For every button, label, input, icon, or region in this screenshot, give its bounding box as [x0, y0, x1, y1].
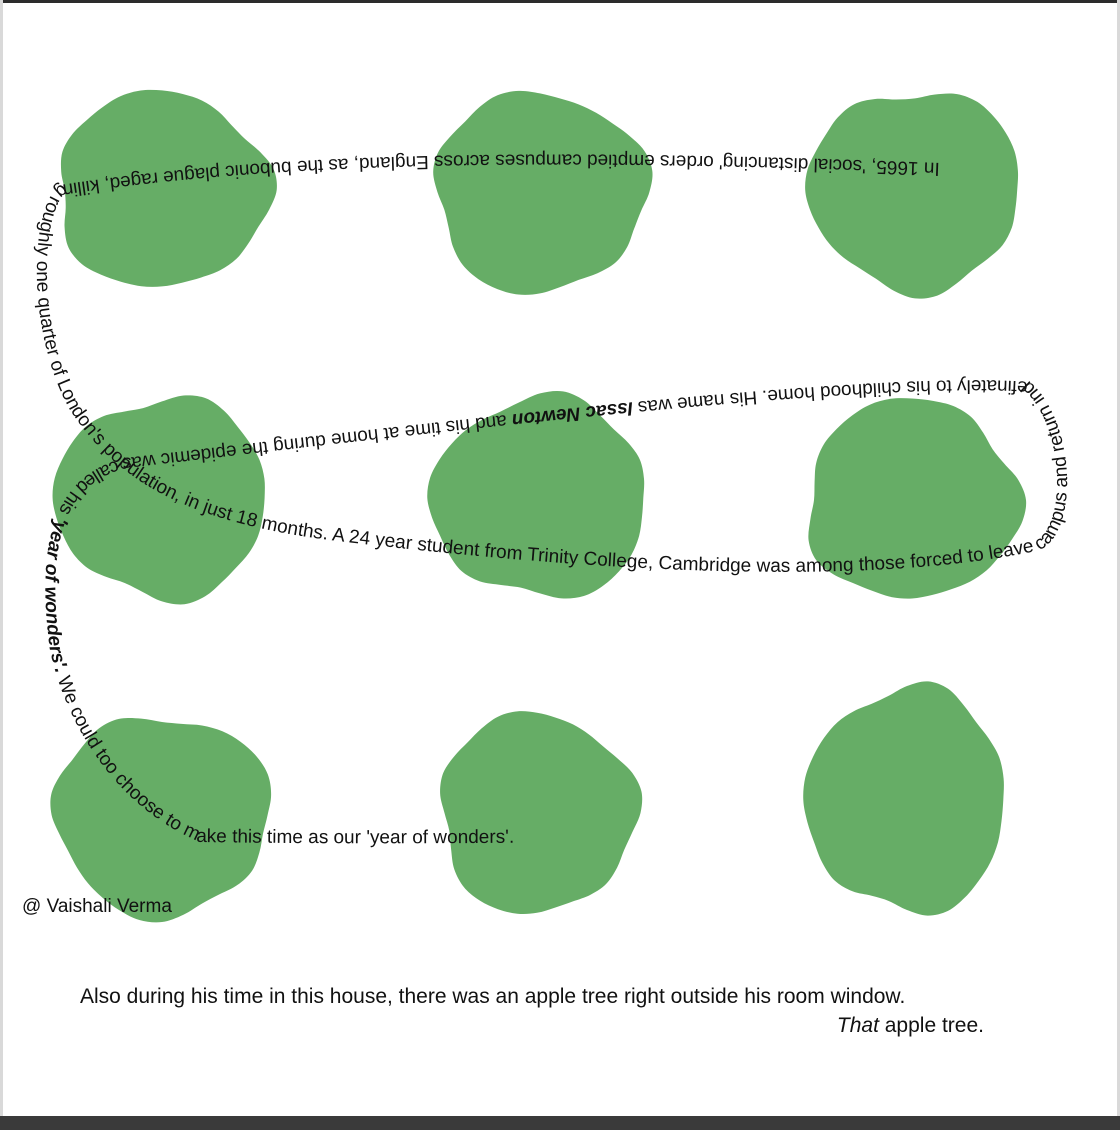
green-blob-2	[433, 90, 653, 295]
blob-group	[50, 89, 1027, 923]
window-right-edge	[1117, 0, 1120, 1130]
window-bottom-bar	[0, 1116, 1120, 1130]
author-credit: @ Vaishali Verma	[22, 896, 172, 917]
window-top-edge	[0, 0, 1120, 3]
caption-line-1: Also during his time in this house, ther…	[80, 985, 906, 1008]
caption-line-2-rest: apple tree.	[878, 1014, 984, 1037]
green-blob-4	[52, 395, 265, 605]
caption-emphasis: That	[836, 1014, 879, 1037]
window-left-edge	[0, 0, 3, 1130]
green-blob-1	[60, 89, 277, 287]
green-blob-3	[805, 93, 1019, 299]
caption-line-2: That apple tree.	[80, 1011, 984, 1040]
green-blob-8	[440, 711, 643, 914]
caption: Also during his time in this house, ther…	[80, 982, 984, 1040]
green-blob-9	[803, 681, 1004, 916]
green-blob-7	[50, 717, 272, 923]
green-blob-6	[808, 398, 1027, 599]
green-blob-5	[427, 390, 645, 599]
